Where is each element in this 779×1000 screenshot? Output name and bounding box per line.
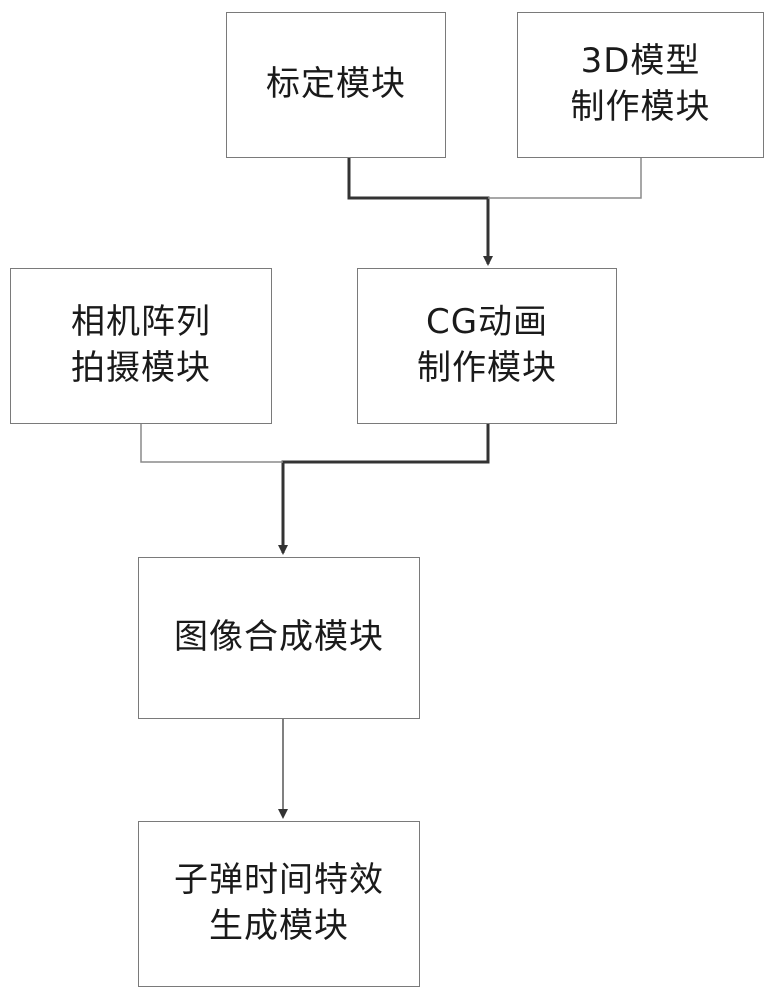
node-label-line: 生成模块 <box>209 904 349 950</box>
node-calibration-module: 标定模块 <box>226 12 446 158</box>
node-cg-animation-module: CG动画 制作模块 <box>357 268 617 424</box>
node-3d-model-module: 3D模型 制作模块 <box>517 12 764 158</box>
edge-cg-animation-to-image-compose <box>283 424 488 553</box>
node-bullet-time-module: 子弹时间特效 生成模块 <box>138 821 420 987</box>
edge-3d-model-to-cg-animation <box>488 158 641 198</box>
node-camera-array-module: 相机阵列 拍摄模块 <box>10 268 272 424</box>
node-label-line: 子弹时间特效 <box>174 858 384 904</box>
node-label-line: 制作模块 <box>417 346 557 392</box>
edge-camera-array-to-image-compose <box>141 424 283 462</box>
node-image-compose-module: 图像合成模块 <box>138 557 420 719</box>
node-label-line: 图像合成模块 <box>174 615 384 661</box>
node-label-line: 拍摄模块 <box>71 346 211 392</box>
node-label-line: 相机阵列 <box>71 300 211 346</box>
node-label-line: 3D模型 <box>581 39 701 85</box>
node-label-line: 制作模块 <box>571 85 711 131</box>
edge-calibration-to-cg-animation <box>349 158 488 264</box>
node-label-line: CG动画 <box>426 300 548 346</box>
node-label-line: 标定模块 <box>266 62 406 108</box>
